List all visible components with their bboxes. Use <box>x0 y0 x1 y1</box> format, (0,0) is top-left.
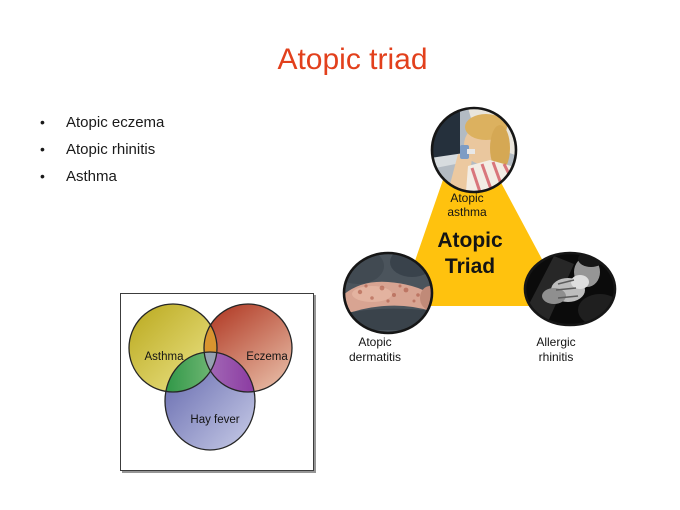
venn-circle-outline <box>203 303 293 393</box>
venn-diagram-panel: Asthma Eczema Hay fever <box>120 293 314 471</box>
rash-spots-shape <box>357 284 420 303</box>
bullet-label: Atopic rhinitis <box>66 141 156 158</box>
inhaler-mouthpiece-shape <box>467 149 475 154</box>
bullet-item: • Atopic eczema <box>40 114 164 141</box>
bullet-dot: • <box>40 141 45 157</box>
bullet-list: • Atopic eczema • Atopic rhinitis • Asth… <box>40 114 164 195</box>
triad-triangle <box>403 129 561 306</box>
triad-top-node-label-line1: Atopic <box>450 191 483 205</box>
child-arm-shape <box>448 154 472 192</box>
triad-diagram-svg: Atopic asthma Atopic Triad Atopic dermat… <box>342 106 617 364</box>
right-photo-border <box>523 251 617 327</box>
bullet-dot: • <box>40 168 45 184</box>
triad-left-node-label-line1: Atopic <box>358 335 391 349</box>
second-hand-shape <box>542 288 566 304</box>
triad-right-node-label-line1: Allergic <box>536 335 575 349</box>
venn-label-hayfever: Hay fever <box>190 414 239 426</box>
triad-top-node-label-line2: asthma <box>447 205 487 219</box>
shirt-stripes-shape <box>470 161 516 192</box>
triad-center-title-line1: Atopic <box>437 229 503 252</box>
venn-circle-outline <box>128 303 218 393</box>
hand-shape <box>420 286 432 310</box>
top-photo-border <box>430 106 518 194</box>
left-photo-border <box>342 251 434 335</box>
triad-left-node-label-line2: dermatitis <box>349 350 401 364</box>
triad-diagram: Atopic asthma Atopic Triad Atopic dermat… <box>330 98 660 380</box>
venn-circle-outline <box>164 351 256 451</box>
venn-label-asthma: Asthma <box>145 351 185 363</box>
inhaler-shape <box>460 145 469 159</box>
bullet-item: • Asthma <box>40 168 164 195</box>
bullet-label: Asthma <box>66 168 117 185</box>
venn-label-eczema: Eczema <box>246 351 288 363</box>
slide-title: Atopic triad <box>277 43 428 76</box>
table-edge-shape <box>432 153 466 169</box>
child-hair-side-shape <box>490 125 510 171</box>
finger-lines-shape <box>555 279 579 299</box>
bullet-item: • Atopic rhinitis <box>40 141 164 168</box>
venn-diagram-svg: Asthma Eczema Hay fever <box>128 303 293 451</box>
shadow-shape <box>344 308 432 330</box>
shoulder-shape <box>578 294 615 325</box>
bullet-label: Atopic eczema <box>66 114 165 131</box>
triad-right-node-label-line2: rhinitis <box>539 350 574 364</box>
tissue-shape <box>571 275 589 289</box>
photo-person-sneezing <box>525 253 615 325</box>
triad-center-title-line2: Triad <box>445 255 495 278</box>
bullet-dot: • <box>40 114 45 130</box>
venn-overlap-asthma-hayfever <box>165 352 217 392</box>
venn-overlap-eczema-hayfever <box>204 352 255 392</box>
